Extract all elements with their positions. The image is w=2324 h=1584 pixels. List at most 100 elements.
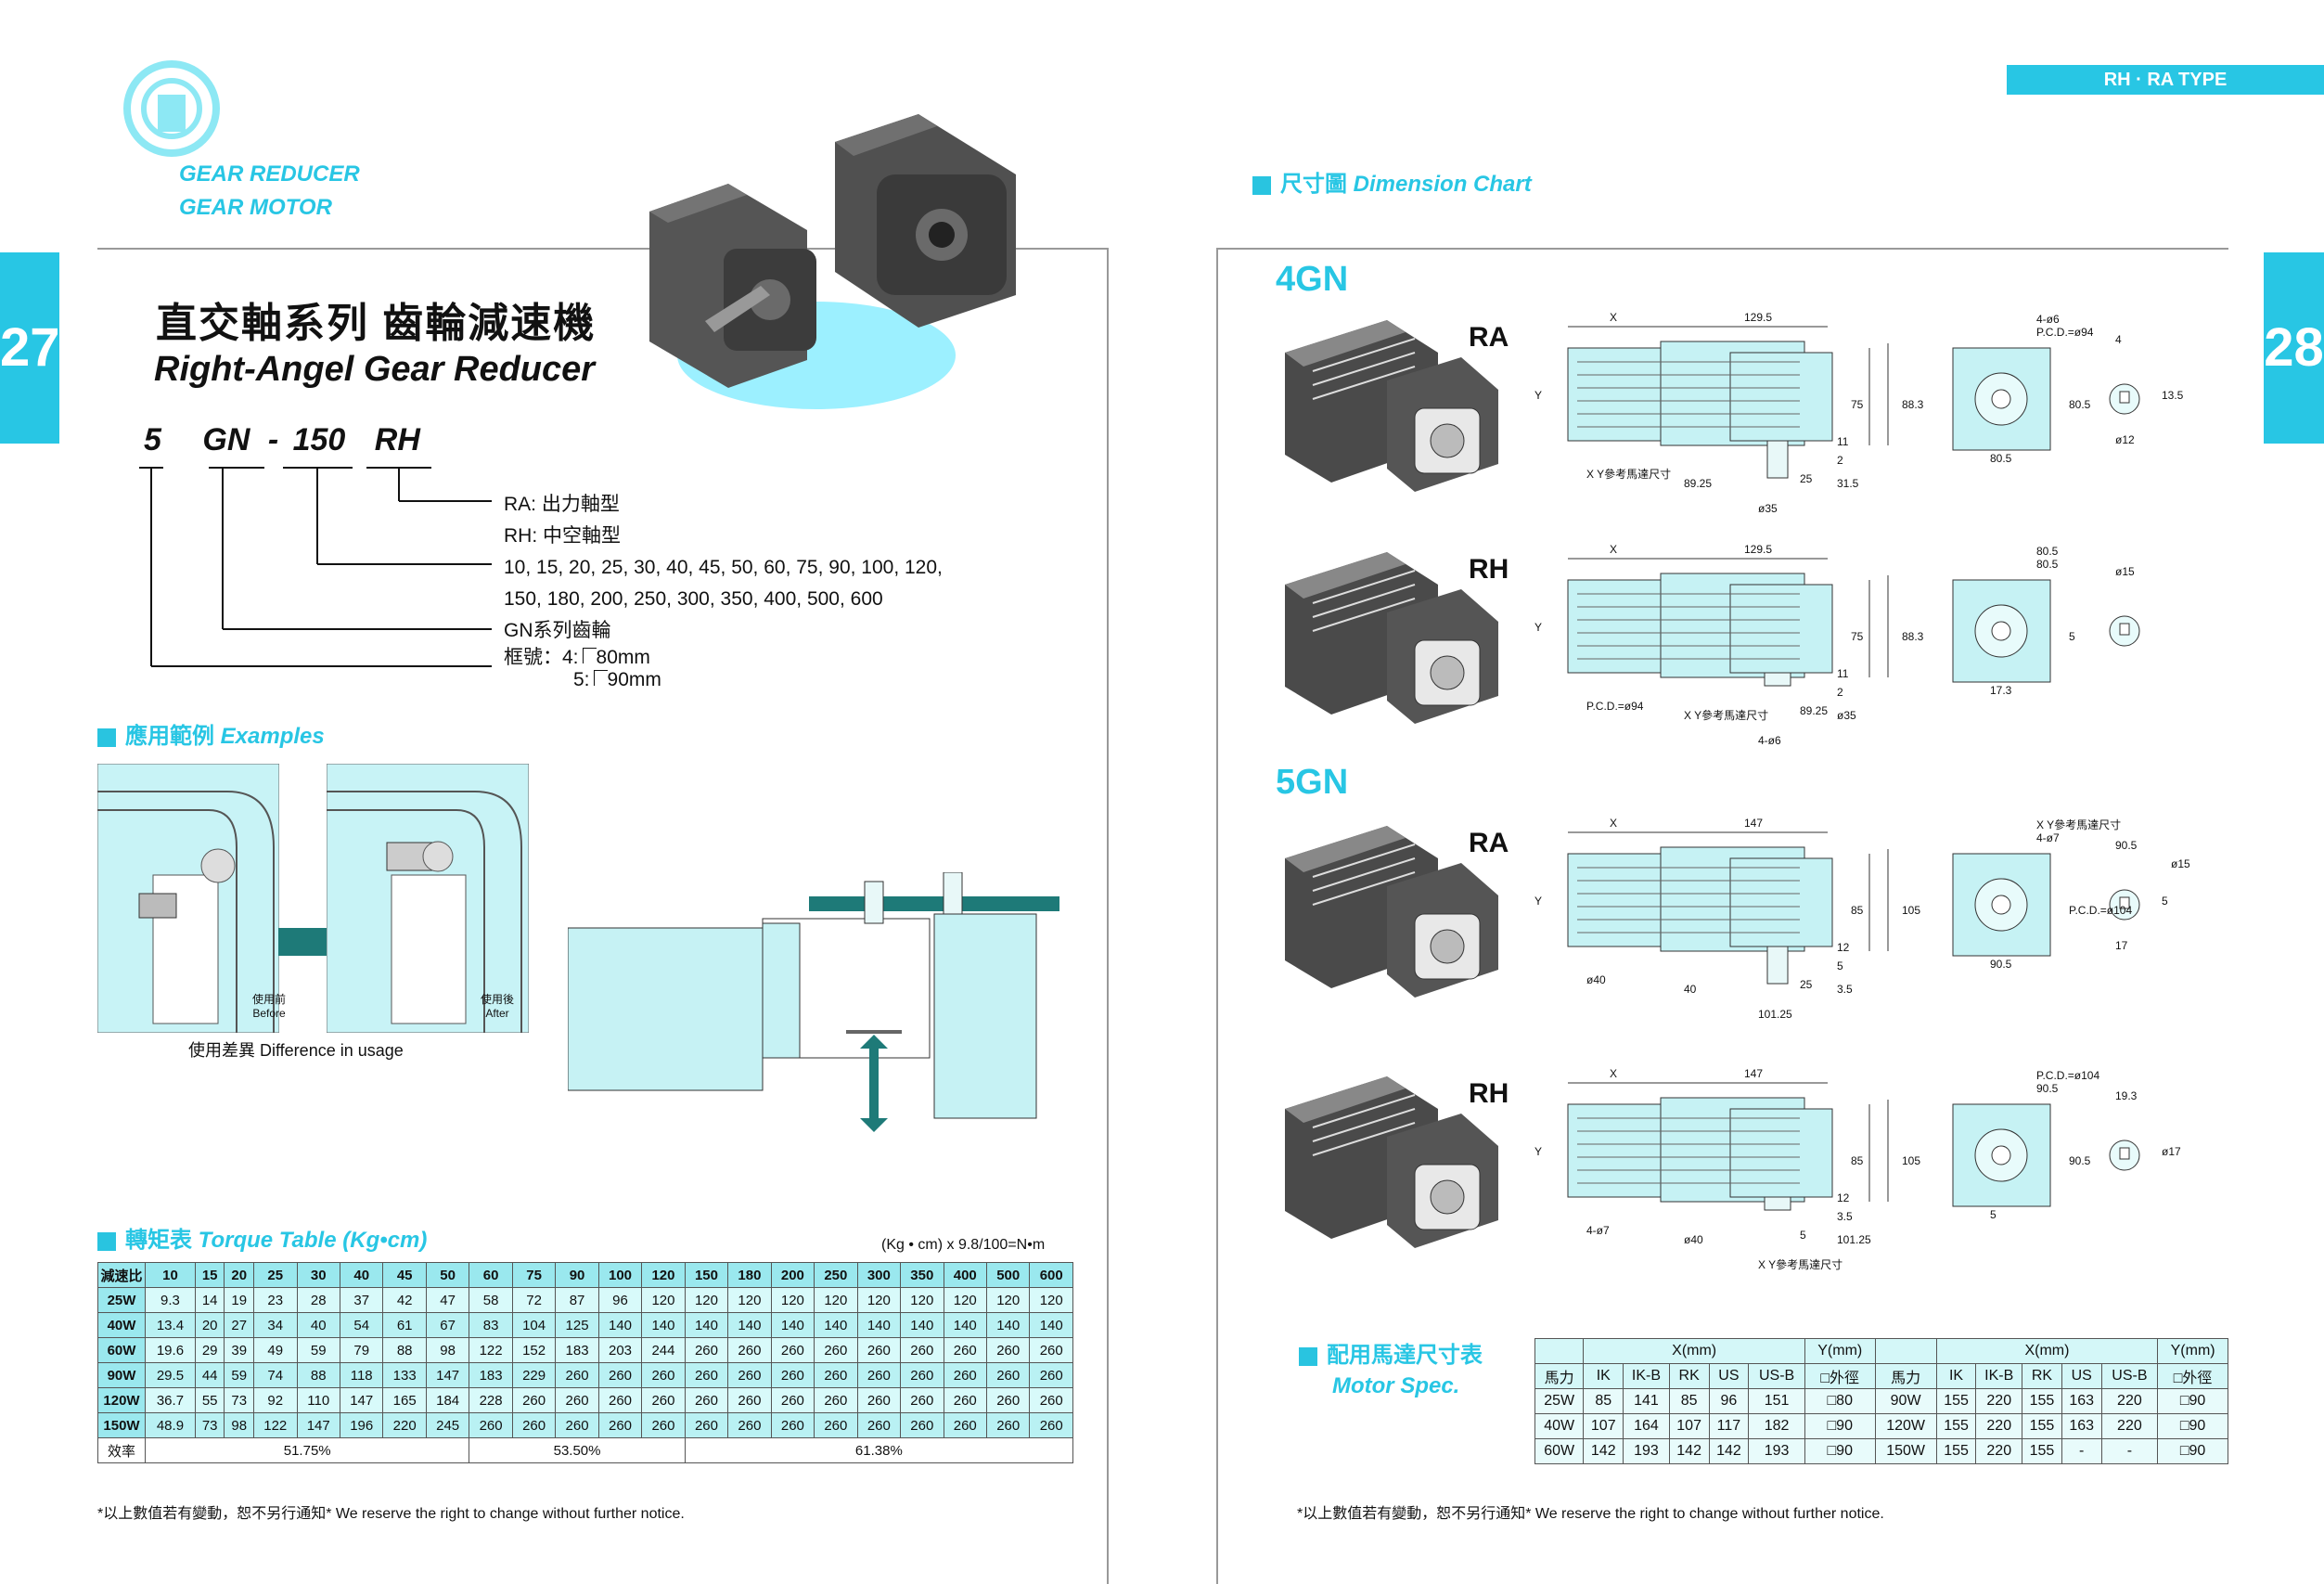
torque-cell: 260 [641, 1362, 686, 1388]
torque-cell: 260 [814, 1387, 858, 1413]
torque-cell: 260 [900, 1387, 944, 1413]
dimension-label: P.C.D.=ø104 [2069, 904, 2132, 917]
torque-cell: 165 [382, 1387, 427, 1413]
model-code-leader-lines [139, 467, 492, 667]
torque-cell: 260 [641, 1412, 686, 1438]
torque-cell: 47 [425, 1287, 470, 1313]
dimension-label: X [1610, 1067, 1617, 1080]
top-rule [1217, 248, 2228, 250]
dimension-label: ø15 [2115, 565, 2135, 578]
motor-cell: 155 [1935, 1388, 1977, 1414]
torque-cell: 120 [727, 1287, 772, 1313]
dimension-label: 3.5 [1837, 1210, 1853, 1223]
torque-cell: 152 [511, 1337, 557, 1363]
motor-cell: 107 [1583, 1413, 1624, 1439]
gear-motor-photo [1285, 552, 1498, 724]
torque-cell: 260 [1029, 1337, 1073, 1363]
torque-cell: 83 [469, 1312, 513, 1338]
torque-cell: 120 [900, 1287, 944, 1313]
torque-cell: 19.6 [145, 1337, 196, 1363]
model-code: 5 GN - 150 RH [144, 422, 420, 457]
torque-unit-note: (Kg • cm) x 9.8/100=N•m [881, 1237, 1046, 1253]
model-code-frame: 5 [144, 422, 161, 457]
gear-motor-photo [1285, 1076, 1498, 1248]
installation-illustration [568, 872, 1059, 1132]
dimension-label: 89.25 [1800, 704, 1828, 717]
torque-cell: 260 [684, 1412, 729, 1438]
motor-cell: 155 [2022, 1413, 2062, 1439]
torque-cell: 29.5 [145, 1362, 196, 1388]
torque-cell: 260 [597, 1387, 643, 1413]
torque-cell: 260 [943, 1337, 988, 1363]
torque-cell: 203 [597, 1337, 643, 1363]
torque-cell: 59 [296, 1337, 340, 1363]
torque-cell: 55 [194, 1387, 225, 1413]
efficiency-label: 效率 [97, 1437, 146, 1463]
torque-cell: 29 [194, 1337, 225, 1363]
dimension-label: ø15 [2171, 857, 2189, 870]
dimension-label: Y [1534, 389, 1542, 402]
diagram-type-label: RH [1469, 1078, 1509, 1109]
bullet-square [1299, 1346, 1317, 1366]
torque-cell: 260 [900, 1362, 944, 1388]
torque-cell: 260 [770, 1387, 815, 1413]
dimension-label: X [1610, 543, 1617, 556]
motor-spec-en: Motor Spec. [1332, 1373, 1460, 1398]
dimension-label: 4-ø6 [2036, 313, 2060, 326]
diagram-type-label: RH [1469, 554, 1509, 585]
product-photo [649, 114, 1016, 409]
motor-cell: 142 [1708, 1438, 1750, 1464]
torque-cell: 140 [985, 1312, 1031, 1338]
motor-spec-table: X(mm) Y(mm) X(mm) Y(mm) 馬力 IK IK-B RK US… [1534, 1338, 2228, 1464]
torque-cell: 98 [224, 1412, 255, 1438]
type-tab: RH · RA TYPE [2007, 65, 2324, 95]
dimension-label: 17 [2115, 939, 2128, 952]
torque-cell: 140 [814, 1312, 858, 1338]
torque-cell: 260 [856, 1412, 902, 1438]
torque-cell: 98 [425, 1337, 470, 1363]
dimension-label: 4-ø7 [1586, 1224, 1610, 1237]
torque-cell: 260 [511, 1412, 557, 1438]
dimension-label: 85 [1851, 1154, 1864, 1167]
dimension-label: Y [1534, 621, 1542, 634]
motor-cell: - [2061, 1438, 2102, 1464]
model-code-ratio: 150 [292, 422, 346, 457]
motor-cell: 107 [1668, 1413, 1710, 1439]
torque-cell: 244 [641, 1337, 686, 1363]
torque-cell: 88 [296, 1362, 340, 1388]
dimension-label: 90.5 [2115, 839, 2138, 852]
dimension-label: 4-ø6 [1758, 734, 1781, 747]
torque-cell: 110 [296, 1387, 340, 1413]
page-number-27: 27 [0, 252, 60, 444]
dimension-label: 89.25 [1684, 477, 1712, 490]
dimension-label: 75 [1851, 630, 1864, 643]
motor-cell: 40W [1534, 1413, 1585, 1439]
dimension-label: 147 [1744, 1067, 1763, 1080]
dimension-label: P.C.D.=ø94 [2036, 326, 2094, 339]
ratio-header: 30 [296, 1262, 340, 1288]
ratio-header: 120 [641, 1262, 686, 1288]
dimension-label: 11 [1837, 667, 1849, 680]
dimension-label: ø40 [1586, 973, 1606, 986]
torque-cell: 260 [985, 1387, 1031, 1413]
logo-line-1: GEAR REDUCER [179, 161, 360, 187]
motor-cell: 151 [1748, 1388, 1805, 1414]
motor-cell: 120W [1874, 1413, 1937, 1439]
dimension-label: 88.3 [1902, 630, 1924, 643]
title-en: Right-Angel Gear Reducer [154, 350, 596, 389]
dimension-label: ø35 [1837, 709, 1856, 722]
torque-cell: 120 [814, 1287, 858, 1313]
torque-cell: 28 [296, 1287, 340, 1313]
dimension-label: 88.3 [1902, 398, 1924, 411]
torque-cell: 39 [224, 1337, 255, 1363]
title-cn: 直交軸系列 齒輪減速機 [156, 301, 597, 346]
torque-cell: 260 [727, 1412, 772, 1438]
torque-power: 40W [97, 1312, 146, 1338]
torque-cell: 88 [382, 1337, 427, 1363]
dimension-label: ø17 [2162, 1145, 2181, 1158]
